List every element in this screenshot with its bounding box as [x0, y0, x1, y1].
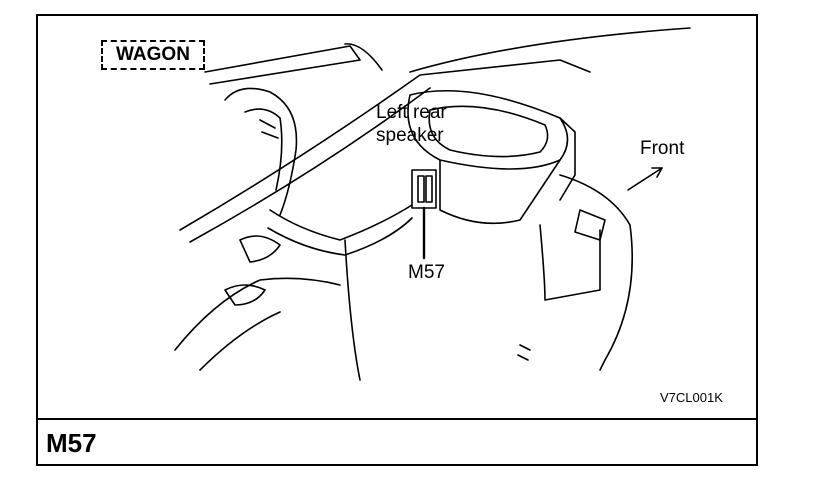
- rear-trim-line: [204, 45, 361, 85]
- rear-trim-rod: [344, 43, 383, 71]
- front-arrow-line: [627, 167, 663, 191]
- figure-code: V7CL001K: [660, 390, 723, 405]
- connector-m57: [411, 169, 437, 260]
- connector-callout-label: M57: [408, 262, 445, 283]
- upper-panel-edge-2: [189, 87, 431, 243]
- wagon-tag: WAGON: [101, 40, 205, 70]
- speaker-housing: [407, 89, 576, 225]
- front-label: Front: [640, 138, 685, 159]
- front-arrow-head: [651, 167, 663, 178]
- speaker-label-line2: speaker: [376, 125, 444, 146]
- lower-body-contours: [174, 277, 531, 371]
- side-trim-panel: [344, 174, 633, 381]
- speaker-label-line1: Left rear: [376, 102, 447, 123]
- figure-frame: [36, 14, 758, 466]
- upper-panel-edge: [179, 59, 591, 231]
- connector-title: M57: [46, 428, 97, 458]
- title-divider: [36, 418, 758, 420]
- roof-line: [409, 27, 691, 73]
- wiring-harness: [224, 87, 413, 263]
